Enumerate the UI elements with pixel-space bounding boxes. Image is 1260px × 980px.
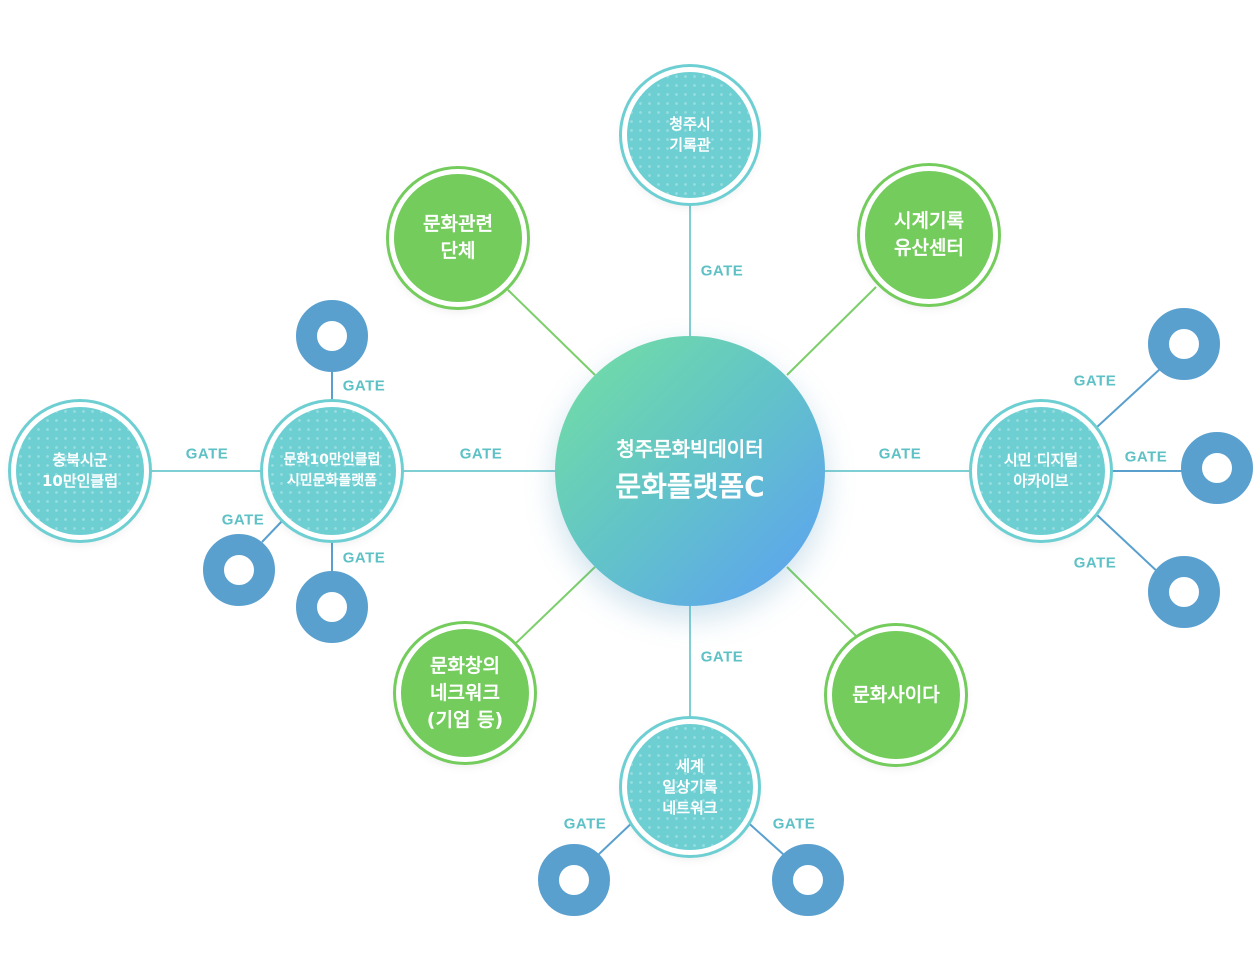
node-label: 문화창의 네크워크 (기업 등) [426, 654, 504, 731]
gate-label: GATE [340, 377, 388, 395]
ring-icon [203, 534, 275, 606]
node-citizen-digital-archive: 시민 디지털 아카이브 [972, 402, 1110, 540]
node-cheongju-archive: 청주시 기록관 [622, 67, 758, 203]
link-center-culture-creative [515, 566, 596, 644]
node-label: 시민 디지털 아카이브 [1003, 451, 1079, 490]
node-label: 문화10만인클럽 시민문화플랫폼 [283, 452, 381, 489]
gate-label: GATE [876, 445, 924, 463]
node-label: 세계 일상기록 네트워크 [662, 756, 718, 817]
center-platform-node: 청주문화빅데이터 문화플랫폼C [555, 336, 825, 606]
link-center-world-record [786, 286, 877, 376]
node-label: 충북시군 10만인클럽 [41, 451, 119, 490]
gate-label: GATE [1071, 372, 1119, 390]
gate-label: GATE [340, 549, 388, 567]
ring-icon [772, 844, 844, 916]
ring-icon [1148, 308, 1220, 380]
link-daily-ring-right [742, 817, 785, 856]
link-daily-ring-left [597, 817, 638, 856]
link-citizen-ring-top [1096, 368, 1161, 428]
center-title-line2: 문화플랫폼C [615, 470, 765, 503]
gate-label: GATE [219, 511, 267, 529]
node-label: 시계기록 유산센터 [894, 210, 964, 259]
ring-icon [1148, 556, 1220, 628]
ring-icon [538, 844, 610, 916]
link-citizen-ring-bottom [1096, 514, 1161, 575]
node-world-record-center: 시계기록 유산센터 [860, 166, 998, 304]
node-chungbuk-club: 충북시군 10만인클럽 [11, 402, 149, 540]
node-label: 문화사이다 [852, 683, 940, 706]
gate-label: GATE [561, 815, 609, 833]
node-culture-org: 문화관련 단체 [389, 169, 527, 307]
node-label: 문화관련 단체 [423, 213, 493, 262]
node-club-platform: 문화10만인클럽 시민문화플랫폼 [263, 402, 401, 540]
node-world-daily-record: 세계 일상기록 네트워크 [622, 719, 758, 855]
gate-label: GATE [457, 445, 505, 463]
link-club-ring-left [261, 519, 284, 543]
gate-label: GATE [698, 648, 746, 666]
gate-label: GATE [183, 445, 231, 463]
gate-label: GATE [1071, 554, 1119, 572]
link-center-culture-org [507, 289, 596, 376]
gate-label: GATE [1122, 448, 1170, 466]
gate-label: GATE [698, 262, 746, 280]
center-title-line1: 청주문화빅데이터 [616, 437, 764, 461]
node-culture-creative: 문화창의 네크워크 (기업 등) [396, 624, 534, 762]
ring-icon [296, 571, 368, 643]
gate-label: GATE [770, 815, 818, 833]
node-label: 청주시 기록관 [669, 115, 711, 154]
link-center-culture-cider [786, 566, 857, 637]
ring-icon [1181, 432, 1253, 504]
ring-icon [296, 300, 368, 372]
node-culture-cider: 문화사이다 [827, 626, 965, 764]
